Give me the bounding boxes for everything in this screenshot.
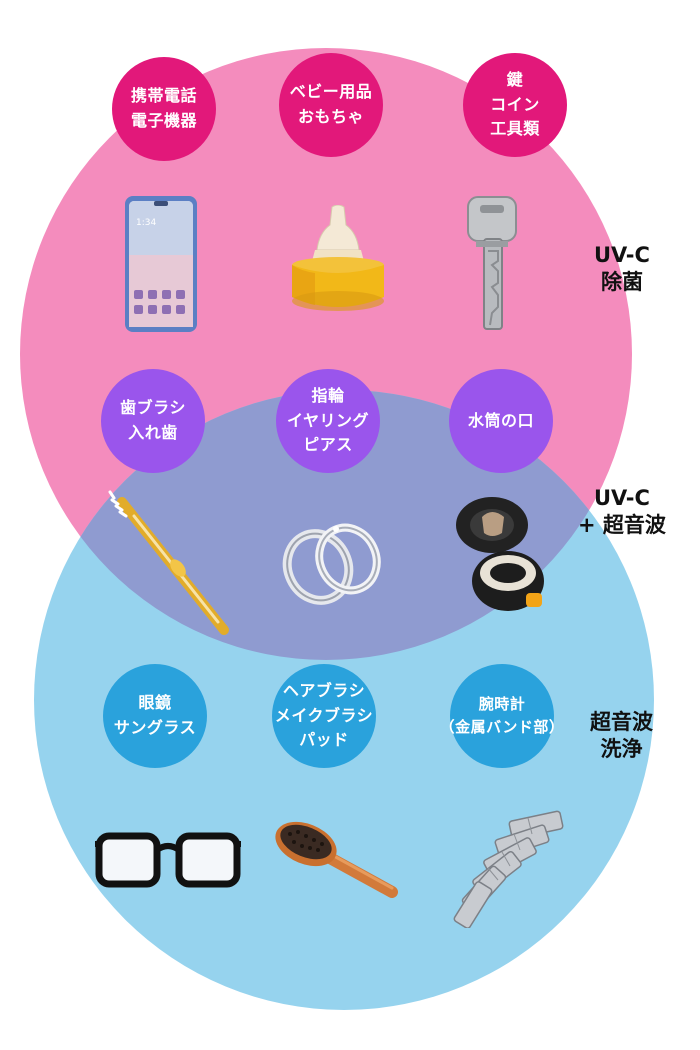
label-uvc-plus-ultrasonic: UV-C + 超音波 [578, 485, 666, 540]
badge-glasses-sunglasses: 眼鏡 サングラス [103, 664, 207, 768]
badge-toothbrush-dentures: 歯ブラシ 入れ歯 [101, 369, 205, 473]
toothbrush-icon [108, 490, 229, 635]
badge-line: 携帯電話 [130, 86, 197, 106]
badge-line: メイクブラシ [274, 705, 374, 725]
badge-line: ピアス [303, 435, 353, 455]
label-uvc-sterilization: UV-C 除菌 [594, 242, 650, 297]
badge-line: サングラス [113, 718, 197, 737]
svg-text:1:34: 1:34 [136, 218, 156, 228]
rings-icon [282, 523, 381, 605]
badge-line: 眼鏡 [138, 693, 172, 713]
badge-line: 電子機器 [130, 111, 197, 130]
baby-bottle-icon [292, 205, 384, 311]
badge-hair-makeup-brush: ヘアブラシ メイクブラシ パッド [272, 664, 376, 768]
label-line: 除菌 [600, 270, 643, 295]
badge-line: ベビー用品 [289, 82, 373, 102]
badge-line: おもちゃ [297, 107, 364, 126]
label-ultrasonic-cleaning: 超音波 洗浄 [590, 709, 653, 764]
badge-line: 水筒の口 [467, 410, 534, 430]
label-line: + 超音波 [578, 513, 666, 538]
label-line: 洗浄 [600, 737, 643, 762]
badge-rings-earrings: 指輪 イヤリング ピアス [276, 369, 380, 473]
watch-band-icon [453, 810, 564, 928]
badge-baby-goods-toys: ベビー用品 おもちゃ [279, 53, 383, 157]
label-line: UV-C [594, 243, 650, 267]
glasses-icon [95, 832, 241, 888]
badge-watch-metal-band: 腕時計 （金属バンド部） [440, 664, 564, 768]
badge-line: パッド [299, 730, 349, 750]
badge-line: （金属バンド部） [439, 718, 565, 736]
badge-mobile-electronics: 携帯電話 電子機器 [112, 57, 216, 161]
badge-line: 工具類 [490, 119, 540, 139]
badge-keys-coins-tools: 鍵 コイン 工具類 [463, 53, 567, 157]
label-line: 超音波 [590, 710, 653, 734]
badge-line: ヘアブラシ [282, 680, 366, 700]
key-icon [467, 196, 517, 330]
hairbrush-icon [275, 821, 398, 898]
badge-line: 入れ歯 [128, 423, 178, 442]
label-line: UV-C [594, 486, 650, 510]
smartphone-icon: 1:34 [125, 196, 197, 332]
badge-line: 歯ブラシ [120, 398, 186, 418]
badge-line: 腕時計 [478, 694, 526, 713]
badge-line: コイン [490, 94, 540, 114]
badge-line: 指輪 [311, 385, 345, 405]
bottle-cap-icon [456, 497, 544, 611]
badge-line: イヤリング [286, 410, 370, 430]
badge-line: 鍵 [506, 69, 524, 89]
badge-bottle-mouth: 水筒の口 [449, 369, 553, 473]
